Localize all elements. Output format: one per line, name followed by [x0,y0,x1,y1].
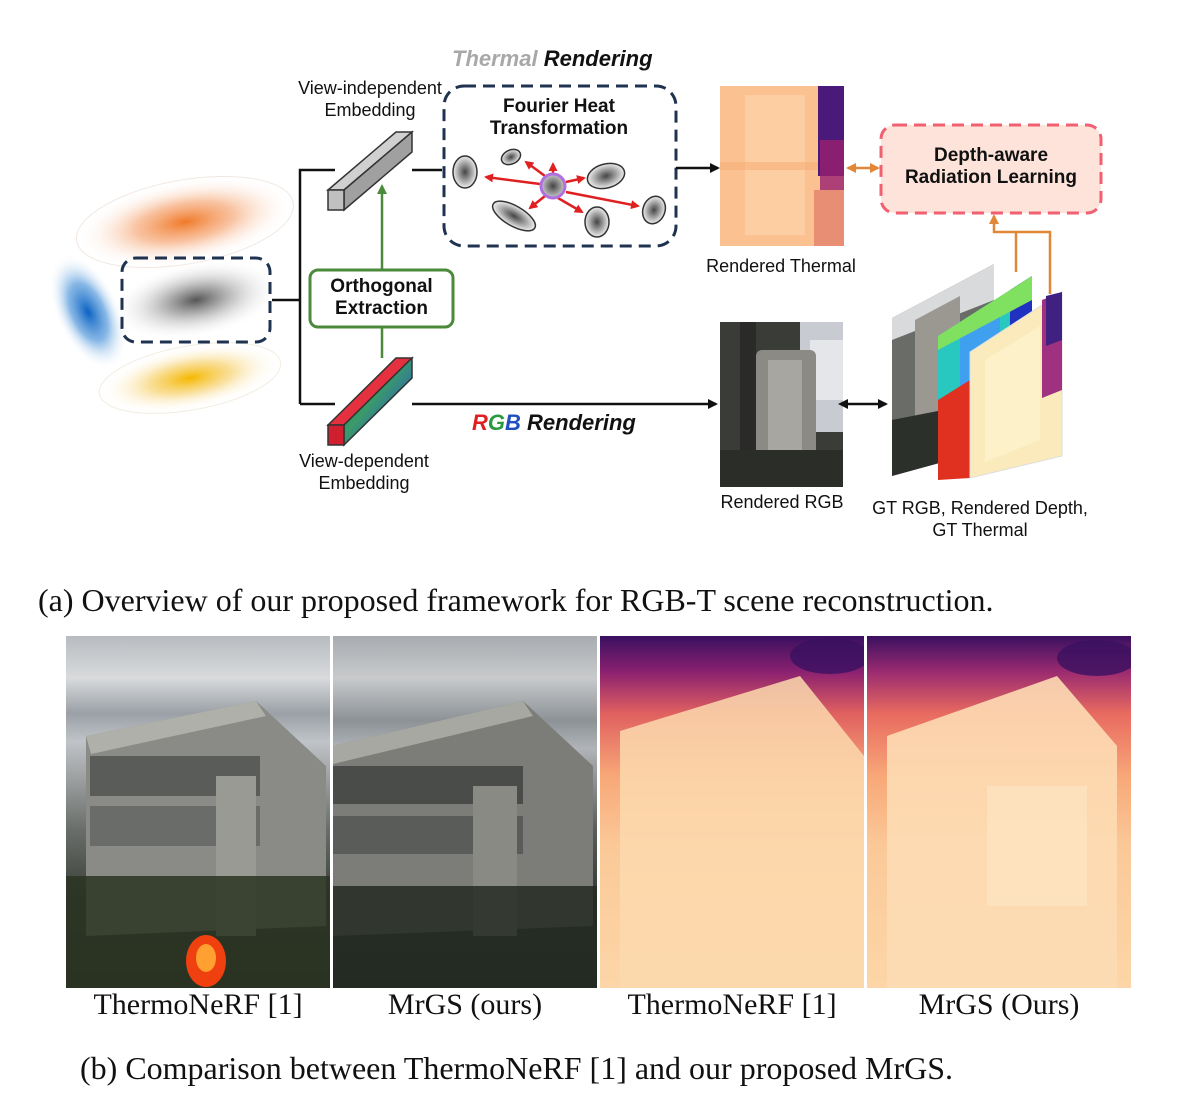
center-gaussian [539,172,567,200]
rendering-word: Rendering [543,46,653,71]
gaussian-blue [48,254,128,370]
thermal-sketch-2 [887,640,1131,988]
fourier-line2: Transformation [489,118,629,139]
label-mrgs-thermal: MrGS (Ours) [918,988,1080,1021]
view-dependent-line1: View-dependent [299,451,429,471]
caption-b: (b) Comparison between ThermoNeRF [1] an… [80,1050,954,1086]
gaussian-gray [112,259,280,341]
view-independent-label: View-independent Embedding [296,77,444,121]
thermal-rendering-title: Thermal Rendering [452,48,653,70]
thermal-word: Thermal [452,46,538,71]
rendered-rgb-label: Rendered RGB [720,492,844,512]
depth-aware-line1: Depth-aware [933,145,1049,166]
gt-caption-line1: GT RGB, Rendered Depth, [872,498,1088,518]
heat-arrows [484,160,640,214]
gt-stack-label: GT RGB, Rendered Depth, GT Thermal [856,497,1104,541]
view-dependent-line2: Embedding [318,473,410,493]
rendered-thermal-label: Rendered Thermal [706,256,856,276]
rgb-g: G [487,410,506,435]
label-thermonerf-thermal: ThermoNeRF [1] [627,988,837,1021]
label-mrgs-rgb: MrGS (ours) [387,988,543,1021]
rendered-thermal-image [720,86,844,246]
view-dependent-label: View-dependent Embedding [290,450,438,494]
gt-caption-line2: GT Thermal [932,520,1028,540]
view-independent-bar [325,130,415,212]
thermonerf-rgb-photo [66,636,330,988]
gt-stack [892,264,1063,480]
thermal-sketch [620,638,864,988]
rgb-rendering-title: RGB Rendering [472,412,636,434]
fourier-line1: Fourier Heat [503,96,615,117]
orthogonal-label: Orthogonal Extraction [310,276,453,320]
label-thermonerf-rgb: ThermoNeRF [1] [93,988,303,1021]
view-independent-line1: View-independent [298,78,442,98]
orthogonal-line2: Extraction [335,298,428,319]
building-sketch-2 [333,701,597,988]
rgb-rendering-word: Rendering [527,410,636,435]
orthogonal-box [308,268,455,329]
mrgs-thermal-photo [867,636,1131,988]
fourier-label: Fourier Heat Transformation [470,96,648,140]
rendered-rgb-image [720,322,843,487]
thermonerf-thermal-photo [600,636,864,988]
gaussian-yellow [98,342,282,414]
building-sketch [66,701,330,988]
depth-aware-box [879,123,1103,215]
view-dependent-bar [326,356,414,447]
view-independent-line2: Embedding [324,100,416,120]
gaussian-selection-box [120,256,272,344]
depth-aware-label: Depth-aware Radiation Learning [881,145,1101,189]
rgb-r: R [472,410,488,435]
framework-diagram [48,84,1103,487]
depth-aware-line2: Radiation Learning [904,167,1078,188]
mrgs-rgb-photo [333,636,597,988]
orthogonal-line1: Orthogonal [330,276,433,297]
supervision-lines [989,214,1052,294]
rgb-b: B [505,410,521,435]
fourier-box [442,84,678,248]
caption-a: (a) Overview of our proposed framework f… [38,582,994,618]
